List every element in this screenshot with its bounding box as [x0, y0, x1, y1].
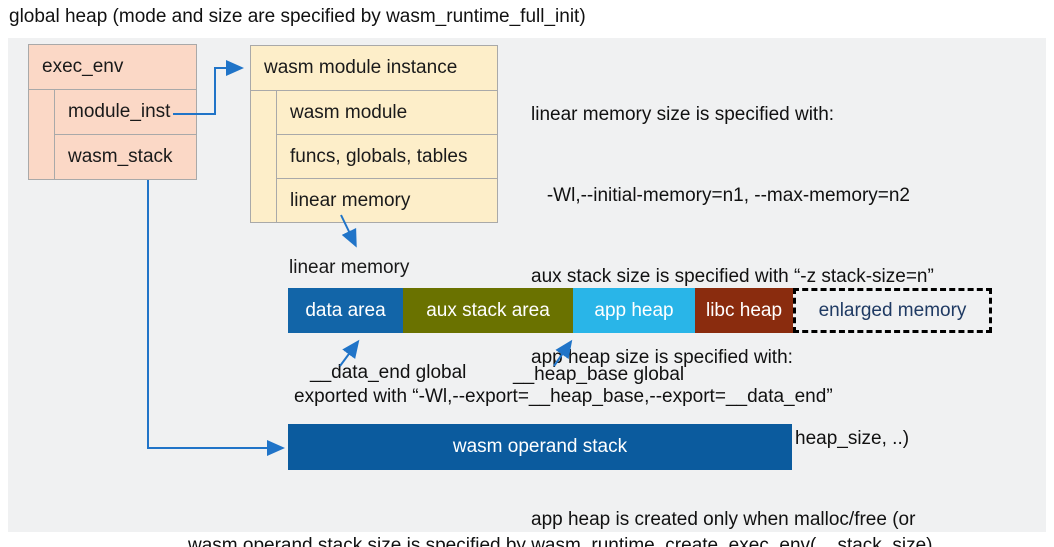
heap-base-annotation: __heap_base global: [513, 364, 685, 385]
row-linear-memory: linear memory: [276, 179, 497, 222]
row-wasm-module: wasm module: [276, 91, 497, 135]
linear-memory-label: linear memory: [289, 257, 410, 278]
footer-line: wasm operand stack size is specified by …: [188, 535, 933, 547]
exec-env-box: exec_env module_inst wasm_stack: [28, 44, 197, 180]
segment-data-area: data area: [288, 288, 403, 333]
info-line: app heap is created only when malloc/fre…: [531, 509, 916, 530]
segment-app-heap: app heap: [573, 288, 695, 333]
data-end-annotation: __data_end global: [310, 362, 467, 383]
segment-libc-heap: libc heap: [695, 288, 793, 333]
exec-env-header: exec_env: [29, 45, 196, 90]
exec-env-row-wasm-stack: wasm_stack: [54, 135, 196, 179]
info-line: aux stack size is specified with “-z sta…: [531, 266, 934, 287]
segment-enlarged-memory: enlarged memory: [793, 288, 992, 333]
exported-annotation: exported with “-Wl,--export=__heap_base,…: [294, 386, 833, 407]
exec-env-rows: module_inst wasm_stack: [54, 90, 196, 179]
wasm-module-instance-header: wasm module instance: [251, 46, 497, 91]
segment-aux-stack-area: aux stack area: [403, 288, 573, 333]
footer-text-block: wasm operand stack size is specified by …: [188, 481, 933, 547]
wasm-operand-stack-bar: wasm operand stack: [288, 424, 792, 470]
info-line: -Wl,--initial-memory=n1, --max-memory=n2: [531, 185, 910, 206]
linear-memory-bar: data area aux stack area app heap libc h…: [288, 288, 992, 333]
wasm-module-instance-box: wasm module instance wasm module funcs, …: [250, 45, 498, 223]
diagram-title: global heap (mode and size are specified…: [9, 6, 586, 27]
exec-env-row-module-inst: module_inst: [54, 90, 196, 135]
info-line: linear memory size is specified with:: [531, 104, 835, 125]
wasm-module-instance-rows: wasm module funcs, globals, tables linea…: [276, 91, 497, 222]
row-funcs-globals-tables: funcs, globals, tables: [276, 135, 497, 179]
